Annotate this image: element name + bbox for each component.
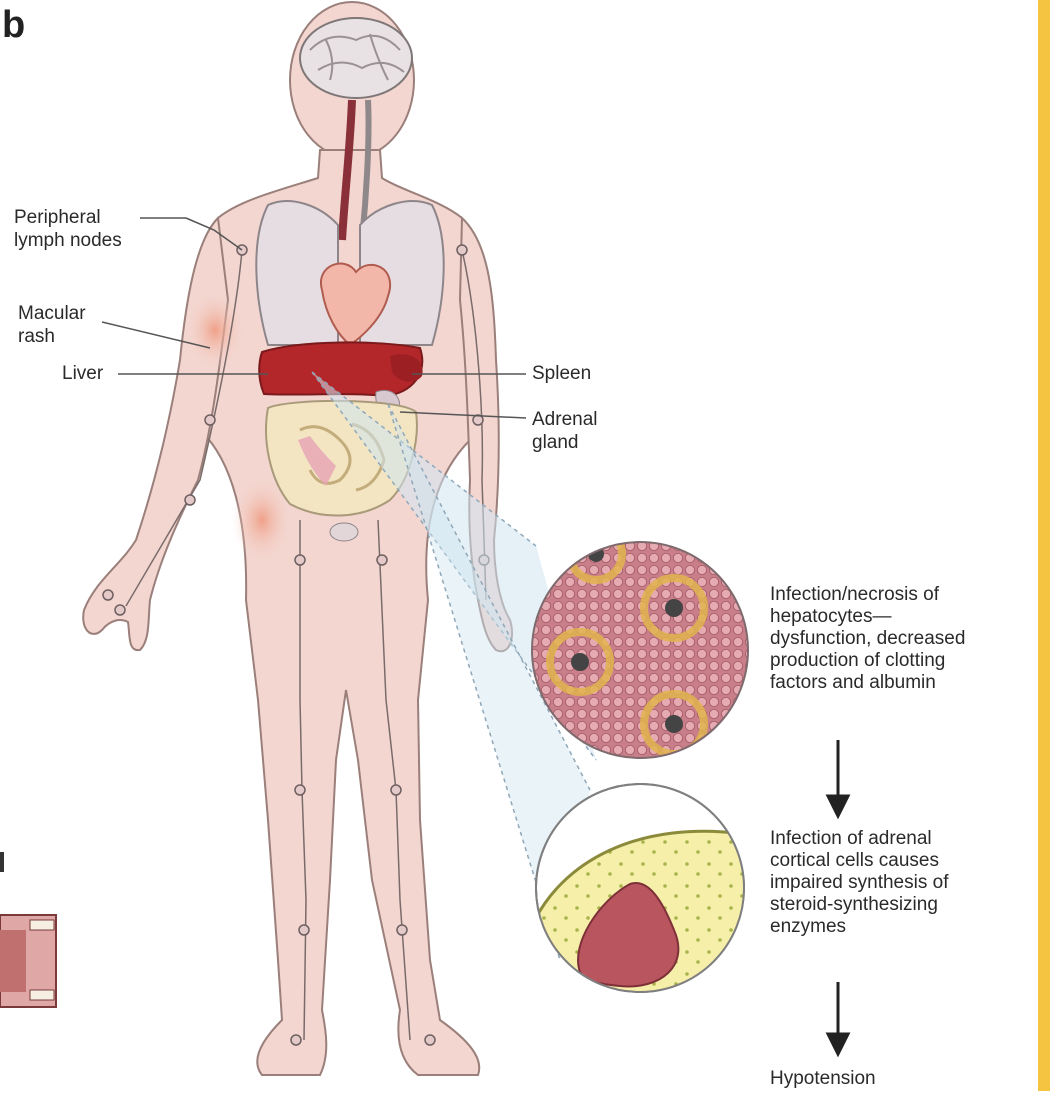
flow-line: hepatocytes— <box>770 606 965 628</box>
flow-line: Infection of adrenal <box>770 828 948 850</box>
flow-step-hypotension: Hypotension <box>770 1068 876 1090</box>
flow-line: production of clotting <box>770 650 965 672</box>
flow-line: dysfunction, decreased <box>770 628 965 650</box>
flow-line: factors and albumin <box>770 672 965 694</box>
flow-line: Hypotension <box>770 1068 876 1090</box>
bladder <box>330 523 358 541</box>
vessel-fragment <box>0 915 56 1007</box>
flow-line: impaired synthesis of <box>770 872 948 894</box>
flow-line: enzymes <box>770 916 948 938</box>
flow-line: cortical cells causes <box>770 850 948 872</box>
label-macular-rash: Macular rash <box>18 302 86 348</box>
flow-line: steroid-synthesizing <box>770 894 948 916</box>
label-line: Peripheral <box>14 206 122 229</box>
label-peripheral-lymph-nodes: Peripheral lymph nodes <box>14 206 122 252</box>
flow-step-adrenal: Infection of adrenal cortical cells caus… <box>770 828 948 938</box>
flow-line: Infection/necrosis of <box>770 584 965 606</box>
label-line: rash <box>18 325 86 348</box>
label-spleen: Spleen <box>532 362 591 385</box>
label-line: lymph nodes <box>14 229 122 252</box>
flow-step-hepatocytes: Infection/necrosis of hepatocytes— dysfu… <box>770 584 965 694</box>
partial-text-fragment <box>0 852 4 872</box>
edge-accent-bar <box>1038 0 1050 1091</box>
label-line: Macular <box>18 302 86 325</box>
hepatocyte-magnification <box>532 528 748 758</box>
label-adrenal-gland: Adrenal gland <box>532 408 598 454</box>
brain <box>300 18 412 98</box>
label-liver: Liver <box>62 362 103 385</box>
label-line: gland <box>532 431 598 454</box>
panel-label: b <box>2 4 25 47</box>
label-line: Adrenal <box>532 408 598 431</box>
